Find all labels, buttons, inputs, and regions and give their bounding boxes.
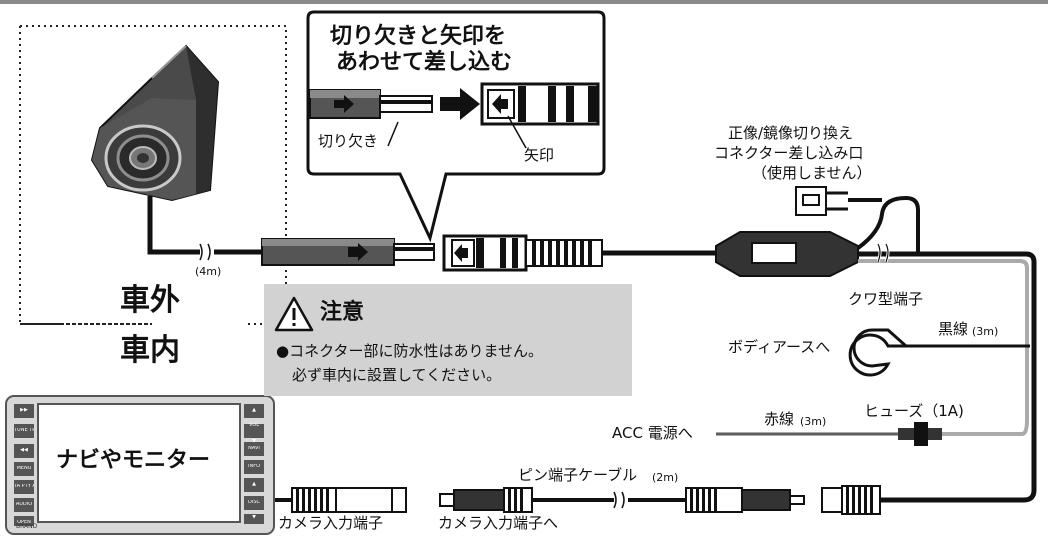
camera-cable <box>147 196 200 255</box>
mirror-switch-line2: コネクター差し込み口 <box>714 144 864 162</box>
rca-plug-mid <box>685 487 805 513</box>
navi-unit <box>5 395 275 535</box>
navi-right-button[interactable]: ▲ <box>252 408 256 413</box>
female-socket <box>442 234 603 272</box>
notch-label: 切り欠き <box>318 132 379 150</box>
navi-right-button[interactable]: ▼ <box>252 515 256 520</box>
navi-right-button[interactable]: INFO <box>247 464 261 469</box>
caution-box <box>264 284 632 396</box>
top-rule <box>0 0 1048 4</box>
navi-right-button[interactable]: NAVI <box>248 446 260 451</box>
body-ground-label: ボディアースへ <box>728 338 831 356</box>
camera-icon <box>90 44 220 202</box>
spade-terminal-label: クワ型端子 <box>848 290 924 308</box>
camera-cable-length: (4m) <box>195 265 222 278</box>
callout-title-line2: あわせて差し込む <box>336 50 513 75</box>
black-wire-label: 黒線 <box>938 320 969 338</box>
navi-screen-label: ナビやモニター <box>56 448 211 473</box>
pin-cable-main <box>858 251 1037 503</box>
navi-left-button[interactable]: ◀◀ <box>20 448 28 453</box>
caution-line1: ●コネクター部に防水性はありません。 <box>276 342 544 360</box>
arrow-label: 矢印 <box>524 146 555 164</box>
rca-plug-left <box>439 487 533 513</box>
warning-triangle-icon <box>274 296 314 332</box>
rca-plug-right <box>821 485 881 515</box>
acc-power-label: ACC 電源へ <box>612 424 693 442</box>
mirror-switch-line1: 正像/鏡像切り換え <box>728 124 854 142</box>
navi-left-button[interactable]: OPEN <box>17 520 31 525</box>
navi-right-button[interactable]: DISC <box>248 500 260 505</box>
outside-vehicle-boundary-left <box>19 26 60 325</box>
navi-input-label: カメラ入力端子 <box>278 514 384 532</box>
red-wire-label: 赤線 <box>764 410 795 428</box>
navi-left-button[interactable]: TA PTY AF <box>14 484 34 489</box>
navi-left-button[interactable]: TUNE TRACK <box>14 428 34 433</box>
navi-left-button[interactable]: AUDIO <box>15 502 33 507</box>
inside-label: 車内 <box>120 333 180 368</box>
acc-wire <box>858 259 1029 420</box>
outside-label: 車外 <box>120 283 180 318</box>
black-wire-length: (3m) <box>972 325 999 338</box>
red-wire <box>716 419 1029 436</box>
outside-vehicle-boundary <box>20 25 287 325</box>
fuse-label: ヒューズ（1A) <box>864 402 964 420</box>
navi-left-button[interactable]: ▶▶ <box>20 408 28 413</box>
navi-brand: BRAND <box>16 523 38 530</box>
pin-cable-length: (2m) <box>652 471 679 484</box>
camera-input-to-label: カメラ入力端子へ <box>438 514 559 532</box>
navi-right-button[interactable]: ▲ <box>252 482 256 487</box>
mirror-switch-line3: （使用しません） <box>752 164 872 182</box>
navi-right-button[interactable]: VOL <box>248 423 260 428</box>
caution-line2: 必ず車内に設置してください。 <box>292 366 502 384</box>
red-wire-length: (3m) <box>800 415 827 428</box>
camera-male-plug <box>261 238 435 266</box>
cable-break-mark <box>199 243 211 261</box>
navi-left-button[interactable]: MENU <box>16 466 32 471</box>
callout-title-line1: 切り欠きと矢印を <box>330 24 507 49</box>
junction-box <box>715 231 859 277</box>
connection-callout <box>306 10 606 243</box>
fuse-icon <box>898 422 942 446</box>
navi-input-jack <box>262 487 407 513</box>
pin-cable-label: ピン端子ケーブル <box>518 466 638 484</box>
switch-wire <box>856 195 920 254</box>
navi-right-button[interactable]: ▼ <box>252 439 256 444</box>
caution-title: 注意 <box>320 300 365 325</box>
spade-terminal-icon <box>848 328 910 377</box>
